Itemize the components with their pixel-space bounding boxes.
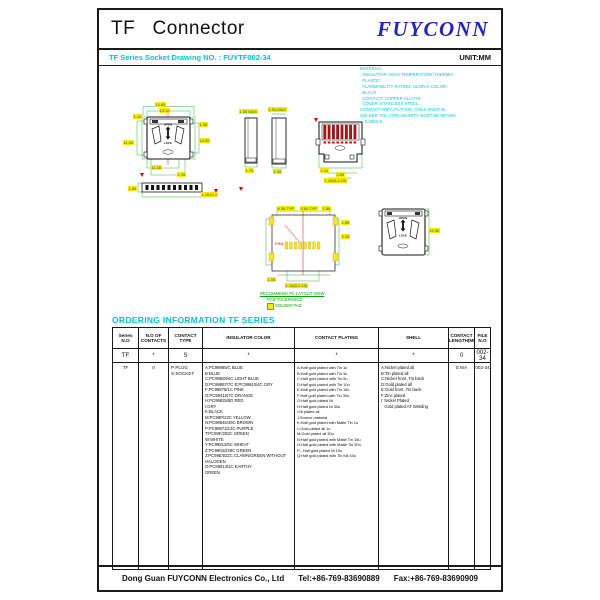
company-name: Dong Guan FUYCONN Electronics Co., Ltd	[122, 574, 285, 583]
dim-label: 1.90	[273, 169, 282, 174]
dim-label: 1.85	[128, 186, 137, 191]
page-title: TF Connector	[111, 18, 245, 39]
contact-plating-options: A:Half gold plated with Tin 1u B:Half go…	[297, 365, 361, 458]
dim-label: 1.10(8-1.10)	[324, 178, 347, 183]
cell-file: 002-34	[474, 362, 491, 570]
col-insulator-color: INSULATOR COLOR	[202, 327, 295, 349]
col-shell: SHELL	[378, 327, 449, 349]
dim-label: 11.50	[123, 140, 134, 145]
cell-plating: A:Half gold plated with Tin 1u B:Half go…	[294, 362, 379, 570]
shell-options: A:Nickel plated all B:Tin plated all C:N…	[381, 365, 428, 409]
dim-label: 1.35	[177, 172, 186, 177]
cell-color: *	[202, 348, 295, 363]
cell-length: 0:N/A	[448, 362, 475, 570]
ordering-title: ORDERING INFORMATION TF SERIES	[112, 315, 275, 325]
footer-fax: Fax:+86-769-83690909	[393, 574, 478, 583]
dim-label: 1.90 MAX	[268, 107, 287, 112]
card-top-view: OPEN LOCK	[378, 208, 429, 256]
cell-file: 002-34	[474, 348, 491, 363]
dim-label: 6.35 TYP	[277, 206, 295, 211]
cell-plating: *	[294, 348, 379, 363]
dim-label: 14.85	[155, 102, 167, 107]
insulator-color-options: A:PC99985/C BLUE B:BLUE C:PC99828/4C LIG…	[205, 365, 287, 475]
dim-label: 2.85	[336, 172, 345, 177]
cell-length: 0	[448, 348, 475, 363]
table-row: TF 0 P:PLUG S:SOCKET A:PC99985/C BLUE B:…	[112, 362, 491, 570]
dim-label: 1.10	[133, 114, 142, 119]
unit-label: UNIT:MM	[459, 53, 491, 62]
contact-type-options: P:PLUG S:SOCKET	[171, 365, 195, 376]
lock-label: LOCK	[164, 141, 172, 145]
open-lock-arrow-icon	[400, 219, 406, 232]
front-view-pins	[323, 124, 357, 140]
dim-label: 1.05	[267, 277, 276, 282]
pin-strip-view	[141, 182, 203, 193]
cell-type: P:PLUG S:SOCKET	[168, 362, 203, 570]
pcb-pads	[268, 216, 339, 262]
open-label: OPEN	[164, 123, 172, 127]
material-notes: MATERIAL: INSULATOR: HIGH TEMPERATURE TH…	[360, 66, 456, 125]
drawing-number: TF Series Socket Drawing NO. : FUYTF002-…	[109, 53, 271, 62]
pin1-label: PIN1	[275, 241, 284, 246]
dim-label: 13.10	[159, 108, 171, 113]
technical-drawing: OPEN LOCK	[136, 106, 430, 282]
col-contact-length: CONTACT LENGTH(MM)	[448, 327, 475, 349]
open-label: OPEN	[399, 216, 407, 220]
header: TF Connector FUYCONN	[99, 10, 501, 50]
dim-label: 14.50	[199, 138, 211, 143]
col-contact-type: CONTACT TYPE	[168, 327, 203, 349]
table-row: TF * S * * * 0 002-34	[112, 348, 491, 363]
dim-label: 1.35	[199, 122, 208, 127]
front-view	[315, 121, 366, 163]
lock-label: LOCK	[399, 234, 407, 238]
brand-logo: FUYCONN	[376, 16, 489, 41]
dim-label: 1.85 MAX	[239, 109, 258, 114]
solder-pad-legend: SOLDER PAD	[275, 303, 302, 308]
drawing-sheet: TF Connector FUYCONN TF Series Socket Dr…	[97, 8, 503, 592]
pcb-layout-view	[268, 214, 339, 272]
solder-pad-swatch	[267, 303, 274, 310]
cell-contacts: 0	[138, 362, 169, 570]
ordering-table: Series N.O N.O OF CONTACTS CONTACT TYPE …	[112, 327, 491, 570]
subheader: TF Series Socket Drawing NO. : FUYTF002-…	[99, 50, 501, 66]
dim-label: 1.10(8-1.10)	[285, 283, 308, 288]
cell-series: TF	[112, 348, 139, 363]
top-view: OPEN LOCK	[143, 116, 194, 160]
col-file-no: FILE N.O	[474, 327, 491, 349]
dim-label: 1.10±0.1	[201, 192, 218, 197]
col-contact-plating: CONTACT PLATING	[294, 327, 379, 349]
dim-label: 1.65	[322, 206, 331, 211]
side-view-2	[271, 117, 287, 165]
side-view-1	[244, 117, 258, 164]
footer: Dong Guan FUYCONN Electronics Co., Ltd T…	[99, 565, 501, 590]
dim-label: 0.50 TYP	[300, 206, 318, 211]
col-series: Series N.O	[112, 327, 139, 349]
dim-label: 1.85	[341, 220, 350, 225]
dim-label: 1.10	[320, 168, 329, 173]
cell-type: S	[168, 348, 203, 363]
dim-label: 1.75	[245, 168, 254, 173]
dim-label: 11.50	[151, 165, 162, 170]
open-lock-arrow-icon	[165, 126, 171, 140]
dim-label: 2.20	[341, 234, 350, 239]
pcb-layout-note: RECOMMEND PC LAYOUT VIEW	[260, 291, 325, 296]
cell-series: TF	[112, 362, 139, 570]
dim-label: 11.50	[429, 228, 440, 233]
table-header-row: Series N.O N.O OF CONTACTS CONTACT TYPE …	[112, 327, 491, 349]
cell-color: A:PC99985/C BLUE B:BLUE C:PC99828/4C LIG…	[202, 362, 295, 570]
cell-shell: *	[378, 348, 449, 363]
cell-shell: A:Nickel plated all B:Tin plated all C:N…	[378, 362, 449, 570]
pcb-tolerance-note: PCB TOLERANCE	[267, 297, 303, 302]
cell-contacts: *	[138, 348, 169, 363]
col-contacts: N.O OF CONTACTS	[138, 327, 169, 349]
footer-tel: Tel:+86-769-83690889	[298, 574, 380, 583]
